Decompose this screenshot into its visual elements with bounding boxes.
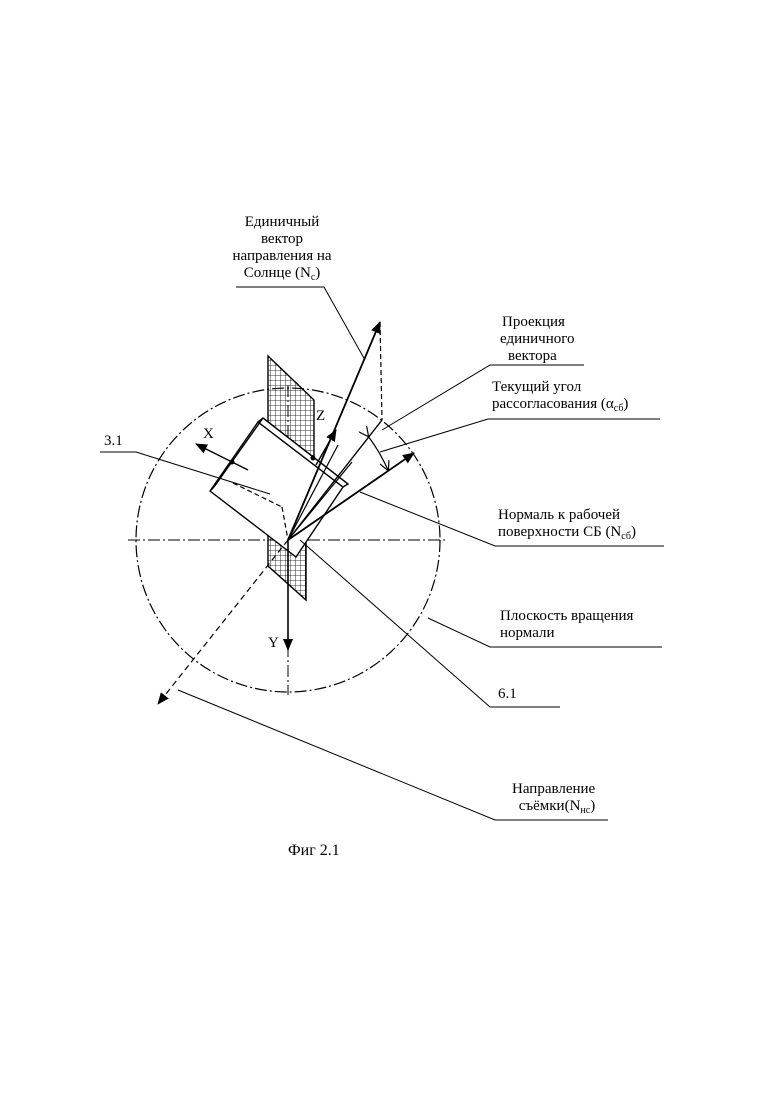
- label-text: поверхности СБ (N: [498, 524, 621, 540]
- label-ref-6-1: 6.1: [498, 686, 517, 703]
- label-line: поверхности СБ (Nсб): [498, 524, 636, 545]
- label-text: ): [590, 798, 595, 814]
- label-line: Направление: [512, 781, 595, 798]
- label-line: Нормаль к рабочей: [498, 507, 636, 524]
- label-subscript: сб: [614, 403, 624, 414]
- axis-z-label: Z: [316, 408, 325, 424]
- label-line: вектор: [226, 231, 338, 248]
- label-subscript: сб: [621, 531, 631, 542]
- label-shooting-direction: Направление съёмки(Nнс): [510, 781, 595, 819]
- label-line: нормали: [500, 625, 633, 642]
- label-line: рассогласования (αсб): [492, 396, 628, 417]
- label-projection: Проекция единичного вектора: [502, 314, 575, 365]
- label-subscript: нс: [580, 805, 590, 816]
- label-ref-3-1: 3.1: [104, 433, 123, 450]
- projection-dashed-line: [380, 322, 382, 420]
- label-text: рассогласования (α: [492, 396, 614, 412]
- label-line: Текущий угол: [492, 379, 628, 396]
- label-current-angle: Текущий угол рассогласования (αсб): [492, 379, 628, 417]
- label-line: Проекция: [502, 314, 575, 331]
- spacecraft-body: [210, 418, 348, 557]
- label-text: ): [631, 524, 636, 540]
- leader-current-angle: [380, 419, 660, 452]
- label-text: Солнце (N: [244, 265, 311, 281]
- axis-x-label: X: [203, 426, 214, 442]
- label-line: вектора: [508, 348, 575, 365]
- label-line: Единичный: [226, 214, 338, 231]
- axis-y-label: Y: [268, 635, 279, 651]
- label-line: Плоскость вращения: [500, 608, 633, 625]
- label-line: единичного: [500, 331, 575, 348]
- label-rotation-plane: Плоскость вращения нормали: [500, 608, 633, 642]
- leader-sun-vector: [236, 287, 365, 360]
- label-text: ): [623, 396, 628, 412]
- label-sun-vector: Единичный вектор направления на Солнце (…: [226, 214, 338, 286]
- shooting-direction-arrow: [158, 540, 288, 704]
- label-text: съёмки(N: [519, 798, 581, 814]
- label-normal: Нормаль к рабочей поверхности СБ (Nсб): [498, 507, 636, 545]
- label-text: ): [315, 265, 320, 281]
- misalignment-angle-arc: [368, 436, 388, 470]
- label-line: съёмки(Nнс): [510, 798, 595, 819]
- label-line: Солнце (Nс): [226, 265, 338, 286]
- label-line: направления на: [226, 248, 338, 265]
- figure-caption: Фиг 2.1: [288, 842, 340, 859]
